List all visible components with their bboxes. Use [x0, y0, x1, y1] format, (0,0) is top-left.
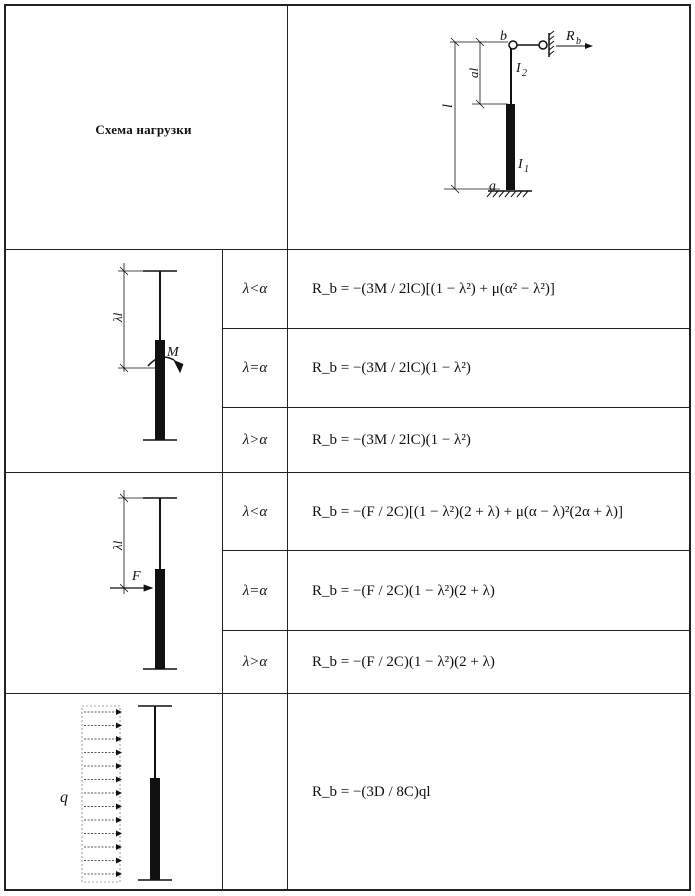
distributed-load-label: q	[60, 789, 68, 806]
load-arrowhead	[116, 830, 122, 837]
load-arrowhead	[116, 871, 122, 877]
condition-lambda-eq-alpha: λ=α	[242, 360, 268, 376]
load-arrowhead	[116, 749, 122, 756]
formula-distributed: R_b = −(3D / 8C)ql	[312, 784, 431, 800]
force-span-label: λl	[110, 540, 125, 551]
load-arrowhead	[116, 776, 122, 783]
load-arrowhead	[116, 736, 122, 742]
moment-span-label: λl	[110, 312, 125, 323]
load-arrowhead	[116, 790, 122, 796]
formula-force-lt: R_b = −(F / 2C)[(1 − λ²)(2 + λ) + μ(α − …	[312, 504, 624, 520]
svg-text:R: R	[565, 29, 575, 44]
svg-text:al: al	[466, 68, 481, 79]
formula-moment-eq: R_b = −(3M / 2lC)(1 − λ²)	[312, 360, 471, 376]
condition-lambda-gt-alpha: λ>α	[242, 432, 268, 448]
load-arrowhead	[116, 763, 122, 769]
svg-text:l: l	[441, 104, 456, 108]
svg-text:b: b	[500, 29, 507, 44]
moment-label: M	[166, 345, 180, 360]
formula-force-eq: R_b = −(F / 2C)(1 − λ²)(2 + λ)	[312, 583, 495, 599]
formula-moment-lt: R_b = −(3M / 2lC)[(1 − λ²) + μ(α² − λ²)]	[312, 281, 555, 297]
condition-lambda-eq-alpha: λ=α	[242, 583, 268, 599]
condition-lambda-gt-alpha: λ>α	[242, 654, 268, 670]
svg-text:a: a	[489, 179, 496, 194]
condition-lambda-lt-alpha: λ<α	[242, 281, 268, 297]
svg-text:b: b	[576, 36, 581, 47]
load-scheme-header: Схема нагрузки	[95, 122, 192, 137]
force-label: F	[131, 569, 141, 584]
svg-text:2: 2	[522, 68, 527, 79]
header-column-scheme: b a al l I 2 I 1 R b	[441, 29, 593, 198]
moment-load-scheme: λl M	[110, 263, 184, 441]
load-arrowhead	[116, 722, 122, 729]
formula-force-gt: R_b = −(F / 2C)(1 − λ²)(2 + λ)	[312, 654, 495, 670]
load-arrowhead	[116, 857, 122, 864]
formula-moment-gt: R_b = −(3M / 2lC)(1 − λ²)	[312, 432, 471, 448]
load-arrowhead	[116, 803, 122, 810]
svg-text:I: I	[515, 61, 522, 76]
svg-text:1: 1	[524, 164, 529, 175]
load-arrowhead	[116, 817, 122, 823]
svg-text:I: I	[517, 157, 524, 172]
force-load-scheme: λl F	[110, 490, 177, 670]
load-arrowhead	[116, 709, 122, 715]
condition-lambda-lt-alpha: λ<α	[242, 504, 268, 520]
distributed-load-scheme: q	[60, 705, 172, 883]
load-arrowhead	[116, 844, 122, 850]
